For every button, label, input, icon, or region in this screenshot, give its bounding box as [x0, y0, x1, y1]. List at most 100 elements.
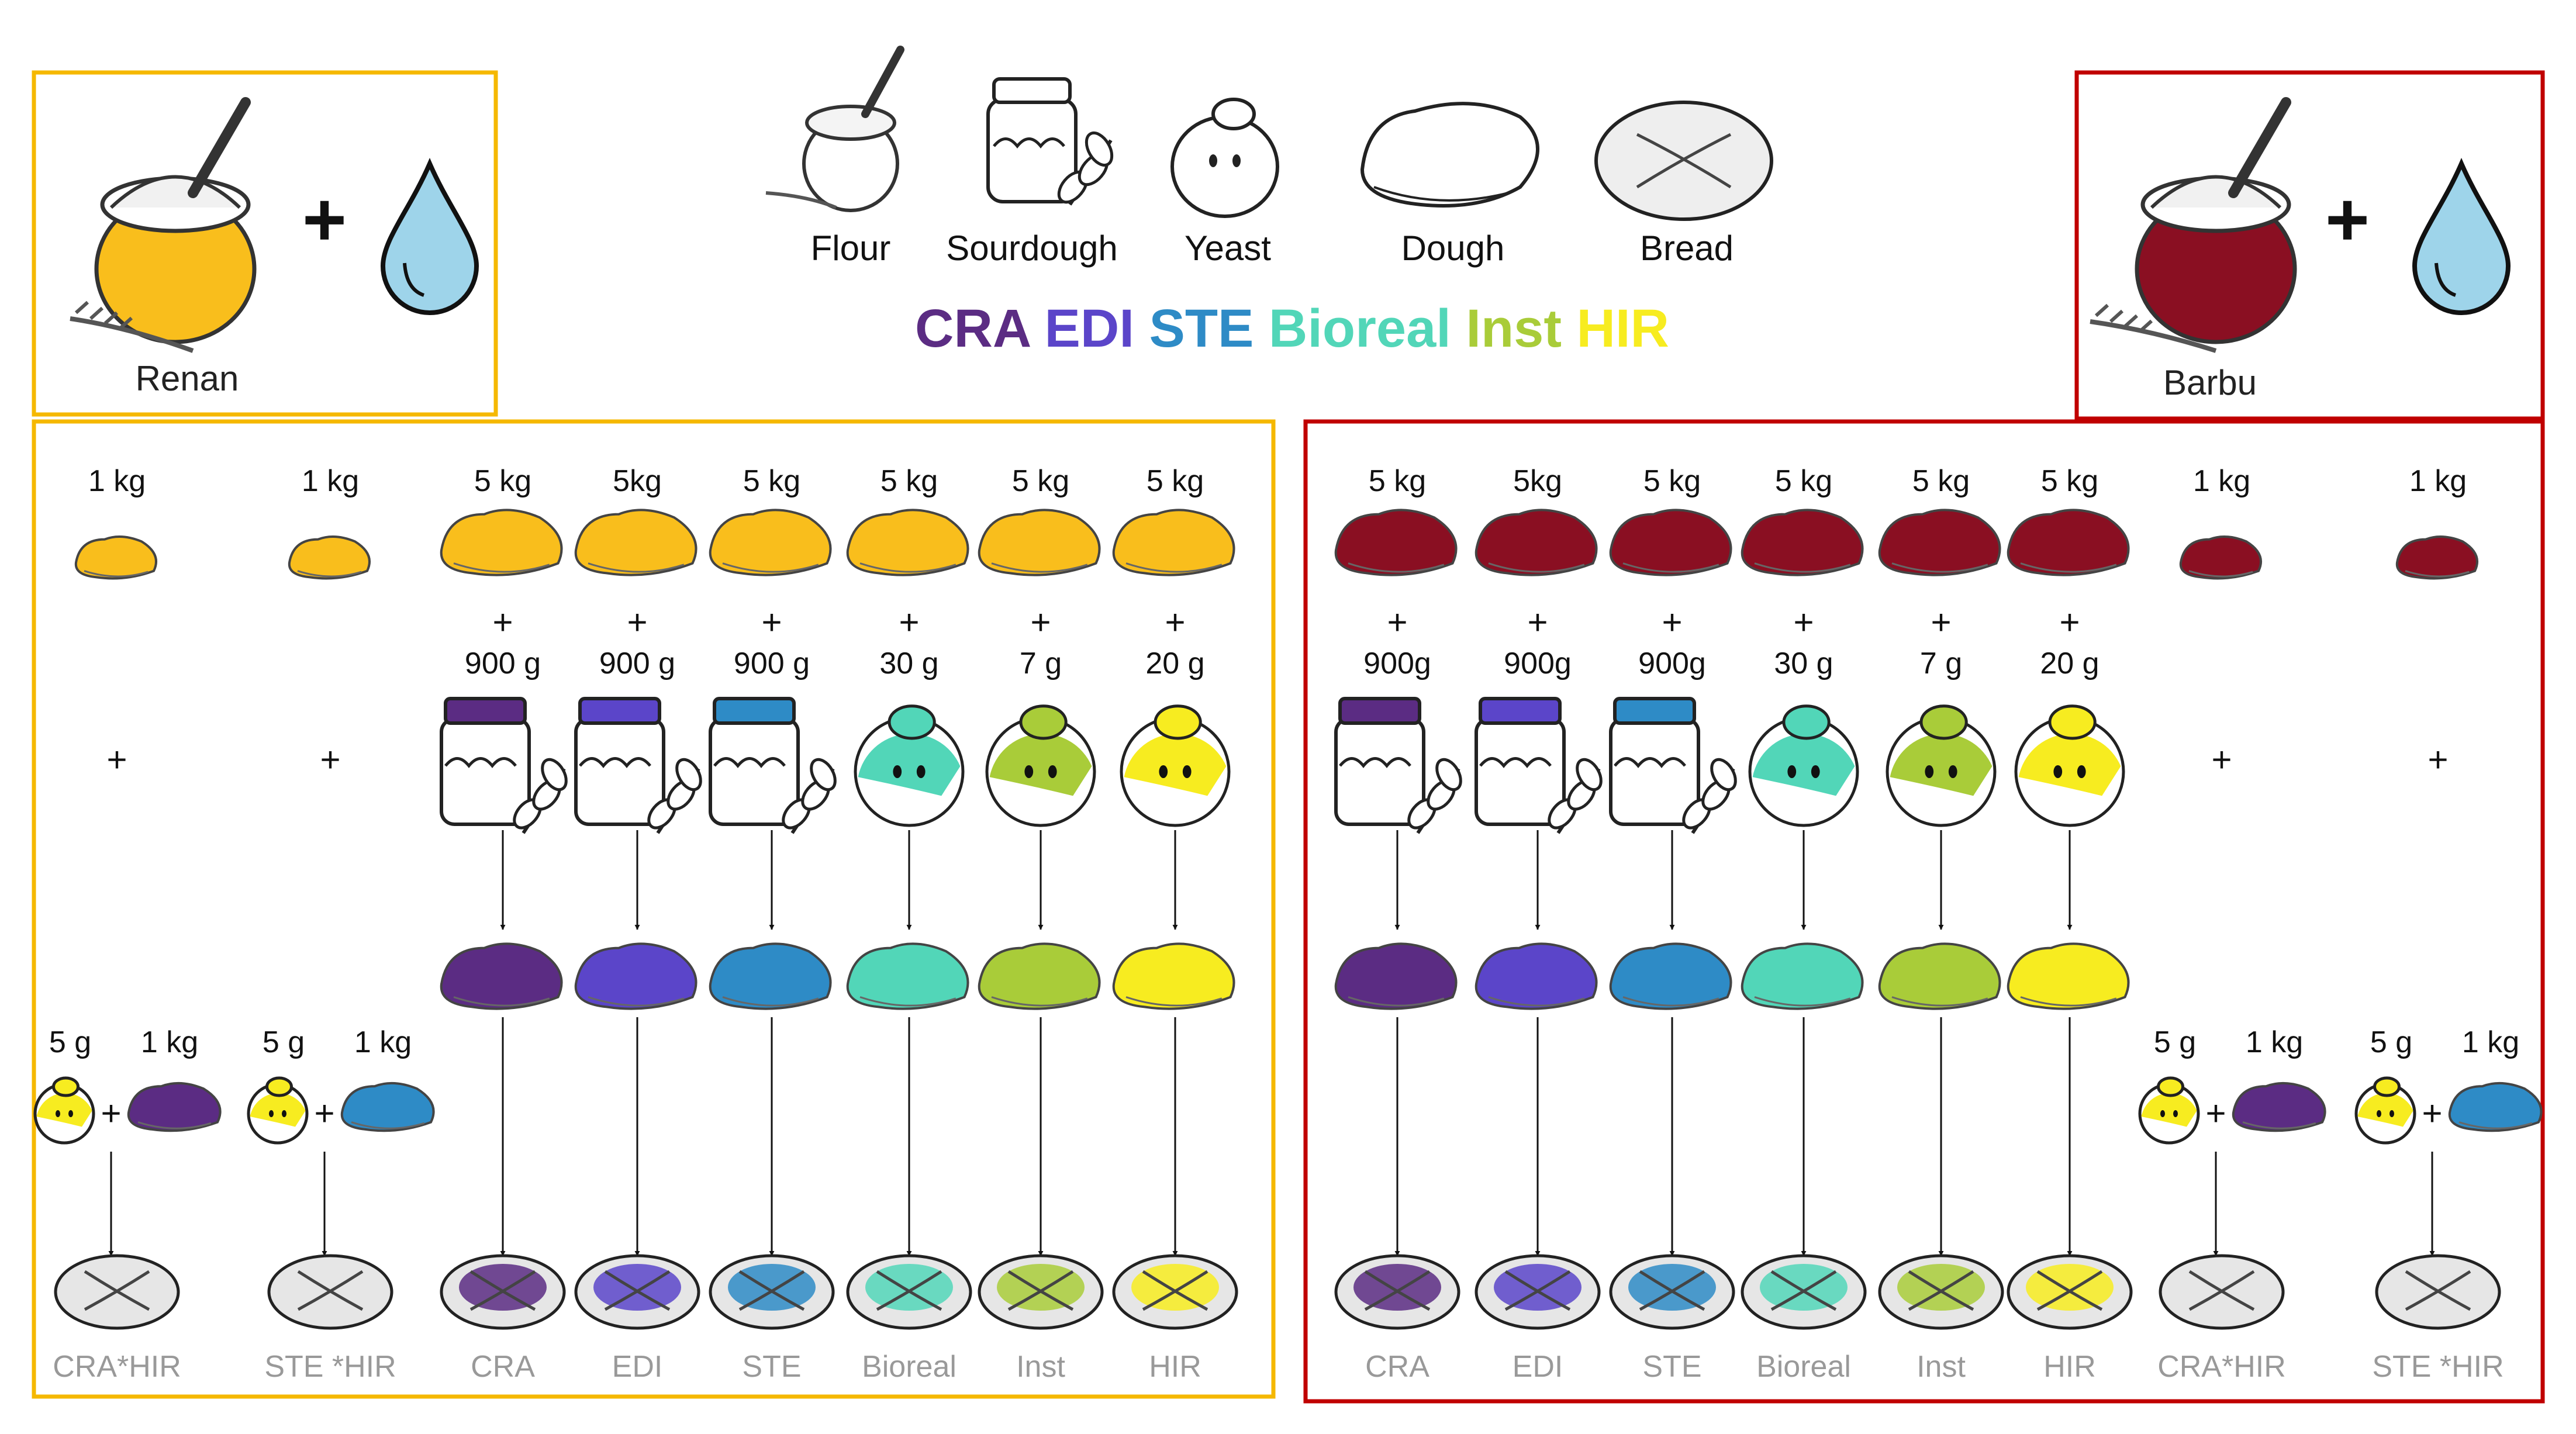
barbu-panel-frame: [1303, 419, 2545, 1404]
dough-blob-crease: [2405, 570, 2470, 578]
yeast-icon: [854, 704, 965, 827]
renan-label: Renan: [136, 359, 239, 398]
plus-sign: +: [1527, 603, 1548, 642]
strain-legend-cra: CRA: [915, 299, 1031, 358]
dough-blob-crease: [2020, 562, 2117, 573]
sourdough-jar-icon: [709, 697, 837, 834]
dough-blob-shape: [2007, 509, 2130, 576]
sourdough-jar-icon: [1475, 697, 1603, 834]
sourdough-jar-icon: [440, 697, 568, 834]
legend-label-dough: Dough: [1401, 229, 1505, 268]
dough-blob-shape: [127, 1081, 222, 1132]
bread-score: [1364, 1270, 1431, 1311]
dough-blob-crease: [1754, 562, 1851, 573]
bread-strain-color: [1494, 1264, 1581, 1311]
yeast-bud: [2048, 704, 2097, 740]
yeast-eye: [893, 765, 902, 779]
yeast-color-band: [2357, 1093, 2413, 1127]
ingredient-amount: 900 g: [599, 647, 675, 680]
jar-lid: [578, 697, 661, 725]
flour-blob: [978, 509, 1101, 576]
yeast-icon: [2138, 1076, 2200, 1145]
jar-body: [1334, 717, 1425, 826]
flour-legend-icon: [765, 46, 904, 212]
bread-score: [1770, 1270, 1837, 1311]
renan-flour-sack-icon: [70, 97, 257, 353]
flour-amount: 1 kg: [2193, 464, 2250, 498]
jar-body: [709, 717, 800, 826]
bread-score: [2036, 1270, 2103, 1311]
ingredient-amount: 20 g: [1145, 647, 1204, 680]
flour-amount: 1 kg: [2409, 464, 2467, 498]
yeast-color-band: [1124, 734, 1227, 796]
dough-blob-crease: [859, 562, 956, 573]
bread-icon: [1112, 1254, 1238, 1330]
flour-amount: 1 kg: [302, 464, 359, 498]
dough-blob-shape: [1334, 942, 1458, 1010]
bread-score: [604, 1270, 671, 1311]
yeast-bud: [2157, 1076, 2184, 1097]
bread-label: STE: [1642, 1350, 1701, 1384]
yeast-eye: [68, 1110, 73, 1117]
bread-strain-color: [997, 1264, 1085, 1311]
strain-legend-bioreal: Bioreal: [1254, 299, 1451, 358]
dough-blob-shape: [574, 509, 697, 576]
flour-blob-small: [2395, 535, 2478, 580]
yeast-eye: [916, 765, 926, 779]
bread-score: [2188, 1270, 2255, 1311]
dough-blob: [1878, 942, 2001, 1010]
wheat-grain: [1710, 758, 1737, 792]
dough-blob-crease: [859, 996, 956, 1007]
renan-plus-sign: +: [302, 177, 347, 262]
yeast-amount: 5 g: [49, 1025, 91, 1059]
bread-strain-color: [1353, 1264, 1441, 1311]
dough-blob-shape: [846, 942, 969, 1010]
flour-amount: 5 kg: [474, 464, 531, 498]
bread-label: EDI: [1513, 1350, 1563, 1384]
ingredient-amount: 900 g: [465, 647, 541, 680]
dough-blob-crease: [722, 996, 819, 1007]
dough-blob-crease: [1348, 562, 1445, 573]
flour-blob-small: [288, 535, 371, 580]
dough-amount: 1 kg: [2246, 1025, 2303, 1059]
plus-sign: +: [314, 1094, 334, 1133]
flour-blob: [1475, 509, 1598, 576]
dough-blob-crease: [351, 1121, 425, 1129]
water-drop-icon: [2412, 158, 2511, 315]
plus-sign: +: [2205, 1094, 2226, 1133]
bread-icon: [1334, 1254, 1460, 1330]
bread-icon: [846, 1254, 972, 1330]
dough-blob: [2007, 942, 2130, 1010]
barbu-plus-sign: +: [2325, 177, 2370, 262]
dough-blob-crease: [588, 562, 685, 573]
flour-blob: [574, 509, 697, 576]
dough-blob-shape: [2448, 1081, 2543, 1132]
flour-amount: 5 kg: [1912, 464, 1970, 498]
yeast-eye: [1024, 765, 1034, 779]
dough-blob-crease: [2242, 1121, 2316, 1129]
yeast-icon: [1748, 704, 1859, 827]
flour-blob-small: [74, 535, 157, 580]
bread-score: [84, 1270, 150, 1311]
bread-strain-color: [2026, 1264, 2114, 1311]
wheat-grain: [541, 758, 568, 792]
sourdough-jar-icon: [1334, 697, 1462, 834]
bread-score: [297, 1270, 364, 1311]
bread-score: [1504, 1270, 1571, 1311]
dough-blob: [846, 942, 969, 1010]
bread-icon: [2375, 1254, 2501, 1330]
yeast-icon: [33, 1076, 95, 1145]
ingredient-amount: 30 g: [1774, 647, 1833, 680]
renan-header-frame: [32, 70, 498, 417]
flour-blob: [1878, 509, 2001, 576]
dough-amount: 1 kg: [354, 1025, 412, 1059]
bread-label: Bioreal: [862, 1350, 956, 1384]
flour-amount: 5 kg: [1369, 464, 1426, 498]
dough-blob-shape: [1609, 942, 1732, 1010]
flour-amount: 1 kg: [88, 464, 146, 498]
